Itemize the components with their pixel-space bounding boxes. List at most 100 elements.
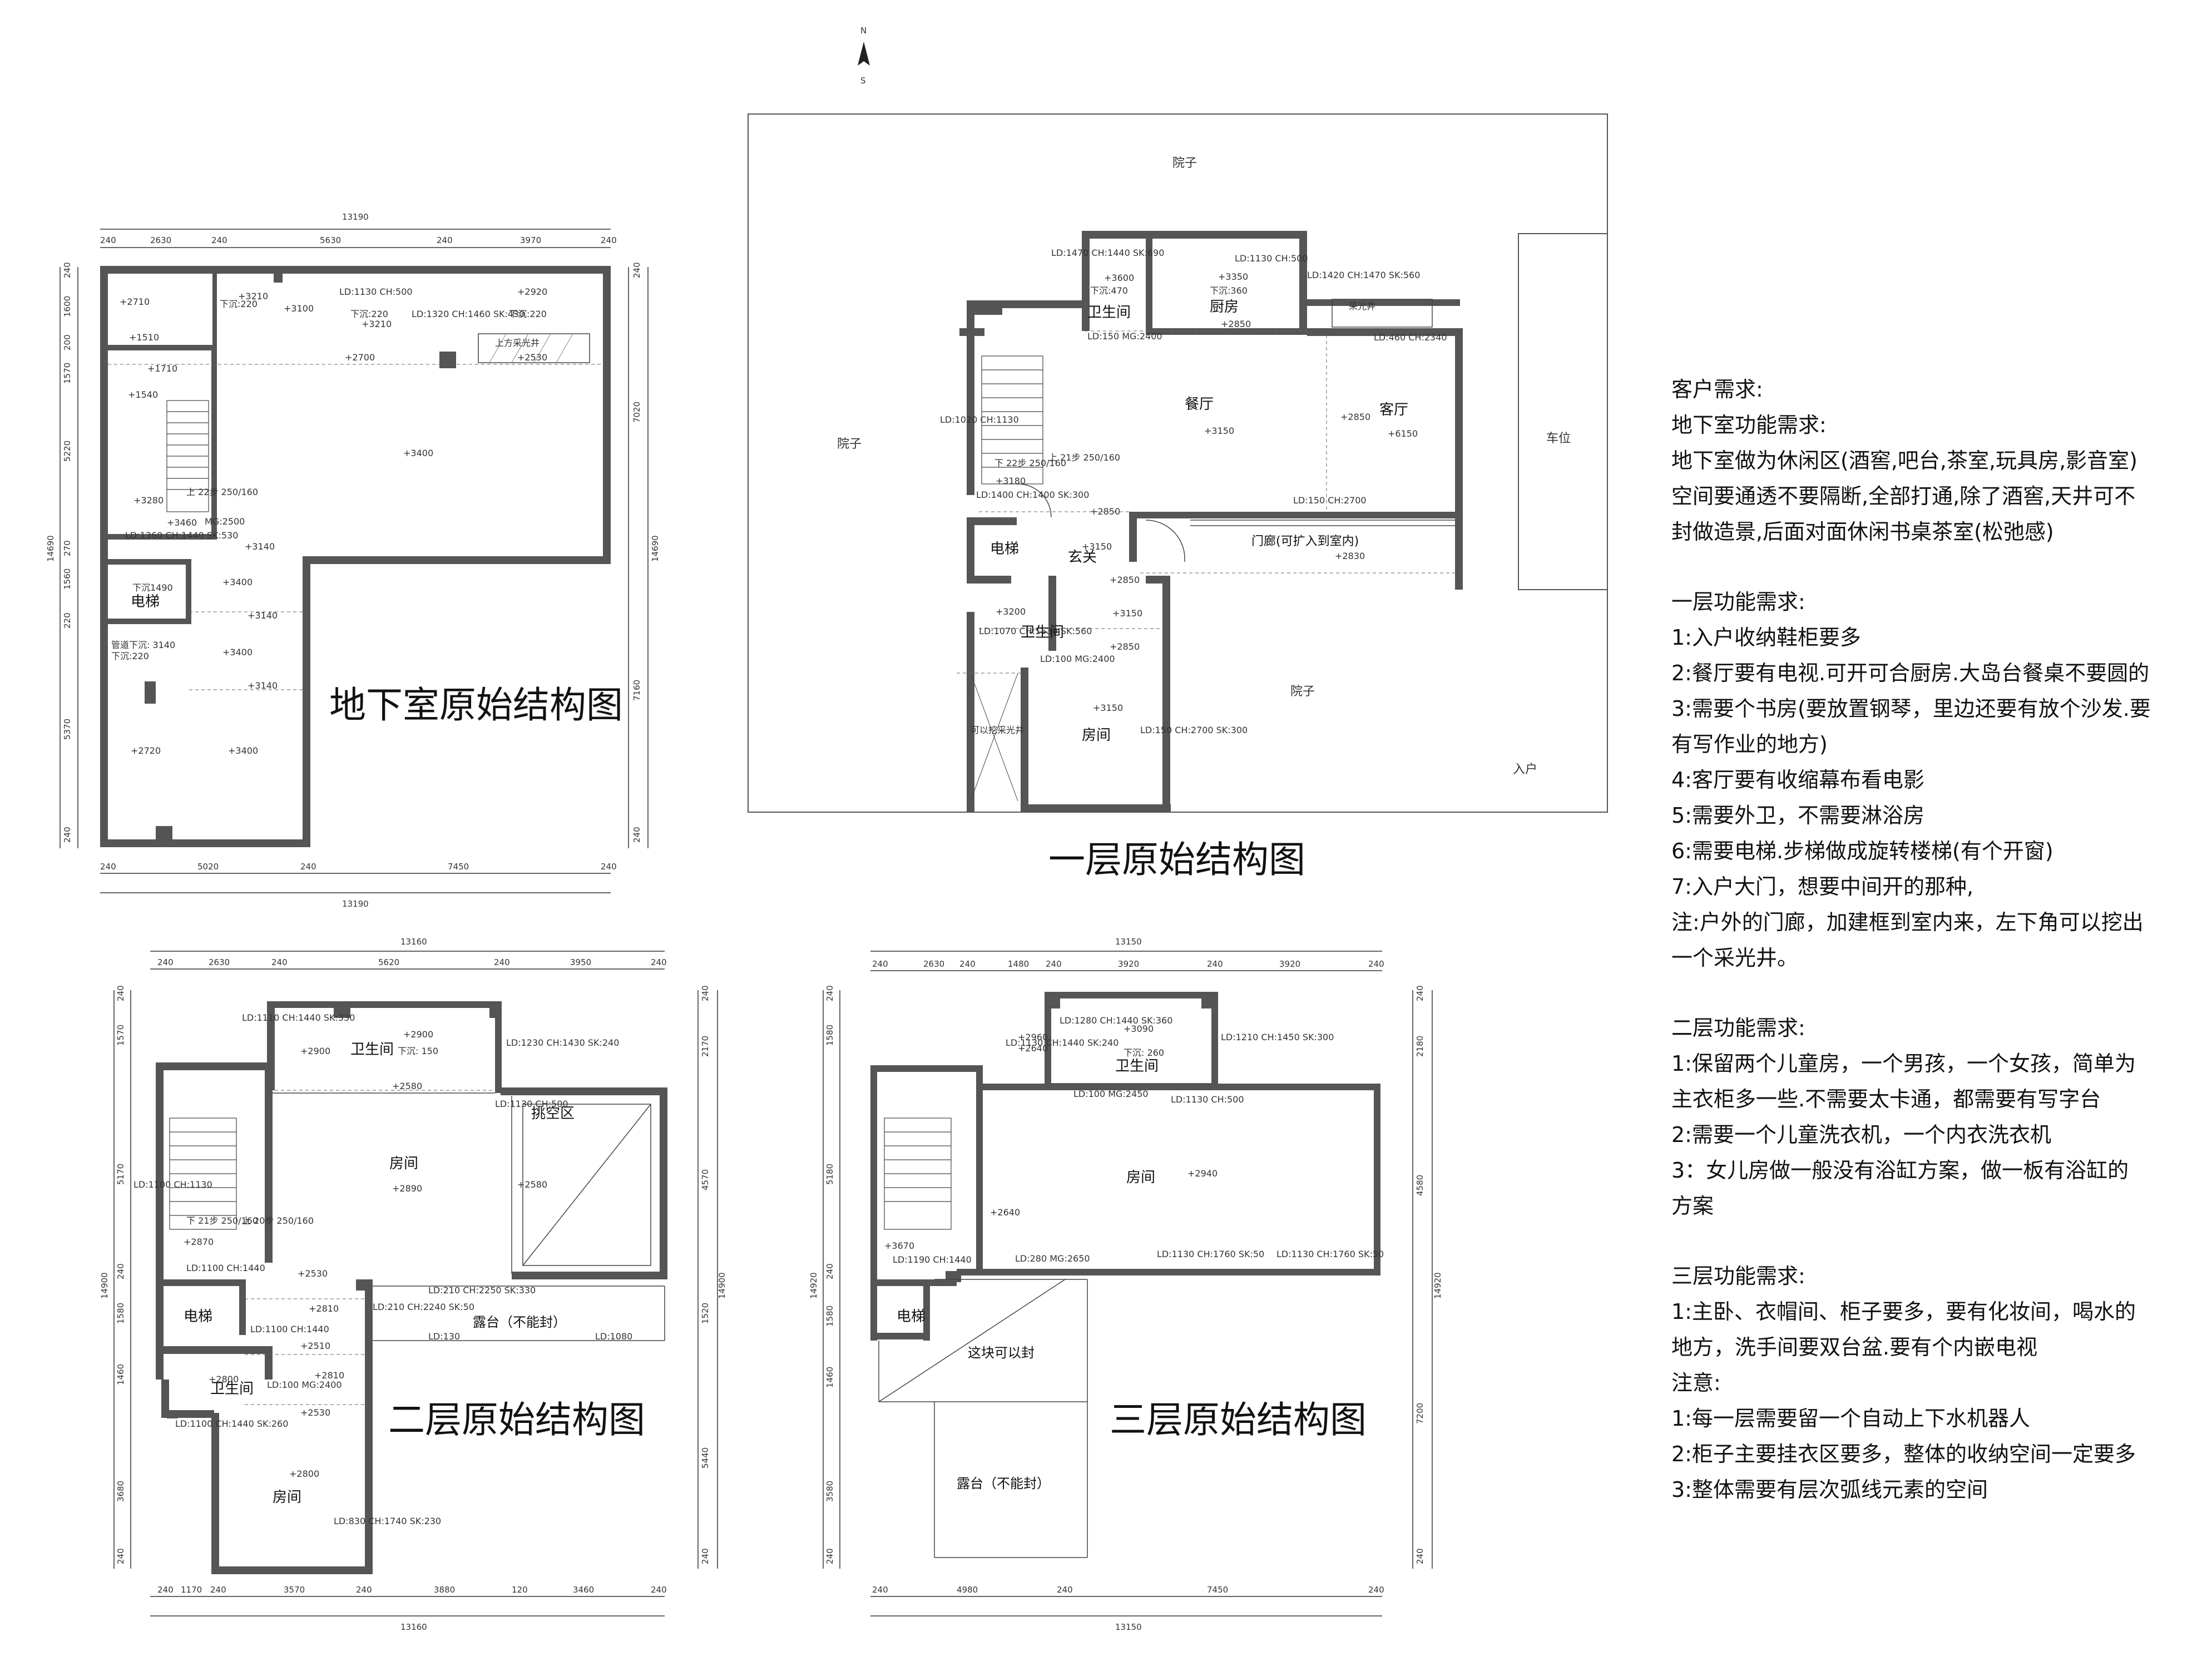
requirements-line: 4:客厅要有收缩幕布看电影 [1671,768,1924,792]
bsmt-dim-top: 3970 [520,235,541,245]
f2-dim-left: 1570 [116,1025,126,1046]
void-label: 挑空区 [531,1105,575,1122]
first-level: +2850 [1340,412,1370,422]
first-level: +3180 [996,476,1026,486]
bsmt-note: 管道下沉: 3140 [111,640,175,650]
bsmt-dim-top: 2630 [150,235,171,245]
bsmt-level: +3140 [248,680,278,691]
f2-stairs-note: 下 21步 250/160 [186,1215,258,1226]
f3-door-spec: LD:100 MG:2450 [1073,1089,1149,1099]
bsmt-note: 下沉:220 [509,309,547,319]
first-elevator-label: 电梯 [990,541,1019,557]
bsmt-dim-top: 240 [601,235,617,245]
requirements-line: 一层功能需求: [1671,590,1805,614]
f2-level: +2890 [392,1183,422,1194]
f3-window-spec: LD:1190 CH:1440 [893,1254,972,1265]
first-stairs-note: 下 22步 250/160 [994,458,1066,468]
bsmt-dim-top: 240 [211,235,227,245]
requirements-spacer [1671,550,2205,584]
living-label: 客厅 [1379,402,1408,418]
requirements-spacer [1671,976,2205,1010]
first-window-spec: LD:1130 CH:500 [1235,253,1308,264]
f3-dim-left: 1460 [825,1367,835,1388]
bsmt-level: +2530 [517,352,547,363]
bsmt-dim-left: 240 [62,262,72,278]
f2-dim-right: 1520 [700,1303,710,1324]
dining-label: 餐厅 [1185,396,1214,413]
requirements-line: 方案 [1671,1194,1714,1218]
requirements-line: 3:整体需要有层次弧线元素的空间 [1671,1477,1988,1502]
basement-title: 地下室原始结构图 [329,684,623,726]
first-floor-stairs [981,355,1043,485]
requirements-line: 地方，洗手间要双台盆.要有个内嵌电视 [1671,1335,2038,1359]
first-bath-label: 卫生间 [1087,304,1131,321]
first-level: +3150 [1082,541,1112,552]
first-level: +3150 [1093,703,1123,713]
yard-bottom-label: 院子 [1290,685,1315,699]
f3-dim-left: 240 [825,1548,835,1564]
bsmt-dim-left: 220 [62,612,72,629]
f3-dim-left: 240 [825,1263,835,1279]
first-window-spec: LD:1470 CH:1440 SK:690 [1051,248,1164,258]
f2-level: +2900 [403,1029,433,1040]
f3-window-spec: LD:1130 CH:1440 SK:240 [1006,1037,1119,1048]
first-window-spec: LD:460 CH:2340 [1374,332,1447,343]
first-floor-skylight [1332,299,1433,328]
bsmt-dim-top: 240 [437,235,453,245]
f2-bath2-label: 卫生间 [210,1381,254,1397]
parking-label: 车位 [1546,432,1571,446]
f2-level: +2810 [309,1303,339,1314]
first-window-spec: LD:1400 CH:1400 SK:300 [976,490,1089,500]
first-note: 下沉:360 [1210,285,1248,296]
f2-elevator-label: 电梯 [184,1308,212,1325]
bsmt-level: +3140 [248,610,278,621]
f2-level: +2800 [289,1469,319,1479]
f3-dim-left: 5180 [825,1164,835,1185]
first-note: 下沉:470 [1090,285,1128,296]
f3-level: +2640 [1018,1043,1048,1054]
requirements-line: 7:入户大门，想要中间开的那种, [1671,874,1974,899]
f2-dim-top: 240 [157,957,174,967]
site-boundary [748,113,1608,813]
bsmt-window-spec: LD:1320 CH:1460 SK:430 [412,309,524,319]
first-level: +6150 [1388,428,1418,439]
f2-level: +2870 [184,1237,214,1247]
first-level: +2850 [1110,575,1140,585]
bsmt-level: +2710 [120,296,150,307]
first-floor-walls [959,231,1463,812]
first-skylight-note: 采光井 [1349,301,1375,312]
f3-terrace-label: 露台（不能封） [957,1476,1050,1491]
f3-dim-bottom: 240 [1057,1585,1073,1595]
f2-room-label: 房间 [389,1155,418,1172]
bsmt-window-spec: LD:1360 CH:1440 SK:530 [125,530,238,541]
f3-elevator-label: 电梯 [897,1308,926,1325]
bsmt-dim-bottom-total: 13190 [342,899,369,909]
first-level: +2850 [1110,641,1140,652]
bsmt-dim-left: 5220 [62,441,72,462]
bsmt-level: +1540 [128,389,158,400]
bsmt-note: 下沉:220 [350,309,388,319]
requirements-line: 1:主卧、衣帽间、柜子要多，要有化妆间，喝水的 [1671,1299,2136,1324]
first-floor-plan: 院子 院子 院子 车位 入户 卫生间 厨房 餐厅 客厅 电梯 玄关 门廊(可扩入… [748,113,1608,881]
f2-room2-label: 房间 [273,1489,301,1506]
bsmt-level: +3400 [222,577,253,587]
f2-window-spec: LD:1100 CH:1130 [133,1179,212,1190]
first-level: +3600 [1104,273,1134,283]
bsmt-note: 下沉:220 [220,299,258,309]
f2-door-spec: LD:210 CH:2240 SK:50 [373,1302,474,1312]
first-level: +3150 [1112,608,1142,619]
f2-dim-left: 240 [116,1263,126,1279]
f2-level: +2530 [300,1407,330,1418]
bsmt-stairs [166,400,209,512]
f3-dim-left: 1580 [825,1306,835,1327]
f3-dim-top: 240 [1046,959,1062,969]
f3-dim-left: 3580 [825,1481,835,1502]
first-bedroom-label: 房间 [1082,727,1111,744]
f2-dim-top: 2630 [209,957,230,967]
first-window-spec: LD:1420 CH:1470 SK:560 [1307,270,1420,280]
bsmt-dim-left: 270 [62,540,72,556]
requirements-line: 客户需求: [1671,377,1763,402]
f3-dim-left: 240 [825,985,835,1001]
bsmt-level: +3400 [222,647,253,657]
f2-dim-bottom-total: 13160 [400,1622,427,1632]
